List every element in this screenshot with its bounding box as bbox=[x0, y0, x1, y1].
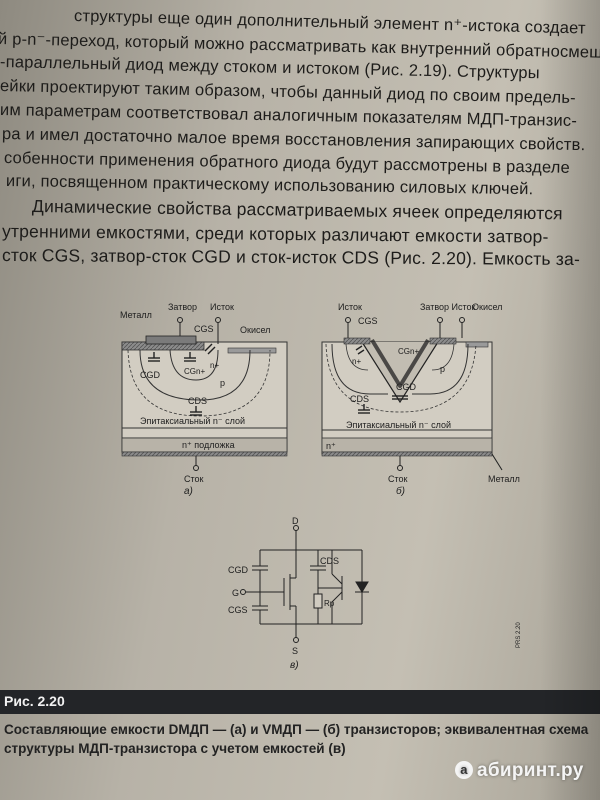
text-line: сток CGS, затвор-сток CGD и сток-исток C… bbox=[1, 245, 581, 270]
diagram-c: D G S CGD CGS CDS Rp в) PRS 2.20 bbox=[228, 516, 522, 671]
label-nplus-sub: n⁺ bbox=[326, 441, 336, 451]
label-rp: Rp bbox=[324, 599, 335, 608]
figure-caption-label: Рис. 2.20 bbox=[4, 693, 65, 709]
label-gate-source: Затвор Исток bbox=[420, 302, 476, 312]
label-oxide: Окисел bbox=[240, 325, 270, 335]
label-s: S bbox=[292, 646, 298, 656]
label-cds: CDS bbox=[350, 394, 369, 404]
label-source: Исток bbox=[210, 302, 234, 312]
diagram-b: Исток CGS Затвор Исток Окисел CGn+ n+ p … bbox=[321, 302, 520, 497]
figure-2-20: Металл Затвор Исток CGS Окисел CGD CGn+ … bbox=[120, 302, 522, 671]
label-substrate: n⁺ подложка bbox=[182, 440, 235, 450]
label-cgd: CGD bbox=[140, 370, 161, 380]
figure-caption-bar: Рис. 2.20 bbox=[0, 690, 600, 714]
label-cds: CDS bbox=[320, 556, 339, 566]
label-cgn: CGn+ bbox=[184, 367, 205, 376]
caption-b: б) bbox=[396, 485, 405, 497]
label-cgn: CGn+ bbox=[398, 347, 419, 356]
label-metal: Металл bbox=[488, 474, 520, 484]
watermark-text: абиринт.ру bbox=[477, 760, 584, 781]
label-d: D bbox=[292, 516, 299, 526]
label-source: Исток bbox=[338, 302, 362, 312]
label-epi: Эпитаксиальный n⁻ слой bbox=[140, 416, 245, 426]
label-nplus: n+ bbox=[352, 357, 361, 366]
label-p: p bbox=[220, 378, 225, 388]
figure-code: PRS 2.20 bbox=[516, 622, 522, 648]
text-line: утренними емкостями, среди которых разли… bbox=[1, 221, 549, 247]
label-drain: Сток bbox=[184, 474, 204, 484]
label-cgs: CGS bbox=[228, 605, 248, 615]
label-cgs: CGS bbox=[358, 316, 378, 326]
text-line: иги, посвященном практическому использов… bbox=[5, 172, 534, 199]
label-nplus: n+ bbox=[210, 361, 219, 370]
label-cgd: CGD bbox=[228, 565, 249, 575]
label-p: p bbox=[440, 364, 445, 374]
label-gate: Затвор bbox=[168, 302, 197, 312]
label-cds: CDS bbox=[188, 396, 207, 406]
label-oxide: Окисел bbox=[472, 302, 502, 312]
figure-caption-text: Составляющие емкости DMДП — (а) и VМДП —… bbox=[4, 722, 589, 756]
caption-a: а) bbox=[184, 486, 193, 497]
label-g: G bbox=[232, 588, 239, 598]
label-metal: Металл bbox=[120, 310, 152, 320]
diagram-a: Металл Затвор Исток CGS Окисел CGD CGn+ … bbox=[120, 302, 288, 497]
label-drain: Сток bbox=[388, 474, 408, 484]
label-cgs: CGS bbox=[194, 324, 214, 334]
label-cgd: CGD bbox=[396, 382, 417, 392]
labirint-logo-icon: a bbox=[455, 761, 473, 779]
label-epi: Эпитаксиальный n⁻ слой bbox=[346, 420, 451, 430]
text-line: Динамические свойства рассматриваемых яч… bbox=[31, 196, 563, 224]
caption-c: в) bbox=[290, 660, 299, 671]
